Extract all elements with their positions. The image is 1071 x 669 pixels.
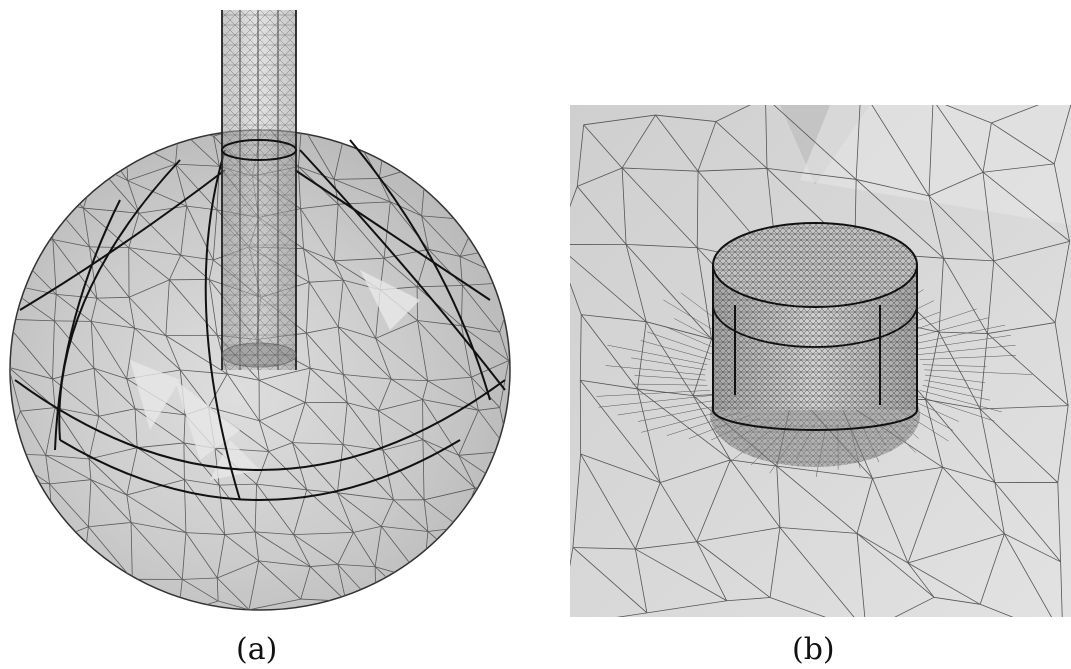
panel-a-sphere-mesh: [0, 0, 520, 620]
zoom-mesh-figure: [570, 105, 1071, 617]
panel-b-zoom-mesh: [570, 105, 1071, 617]
cylinder-electrode: [221, 10, 297, 370]
coarse-background-mesh: [570, 105, 1071, 617]
sphere-mesh-figure: [9, 10, 511, 611]
panel-a-label: (a): [236, 632, 278, 667]
sphere-edge-lines: [14, 139, 506, 501]
small-cylinder: [712, 222, 918, 431]
panel-b-label: (b): [792, 632, 835, 667]
